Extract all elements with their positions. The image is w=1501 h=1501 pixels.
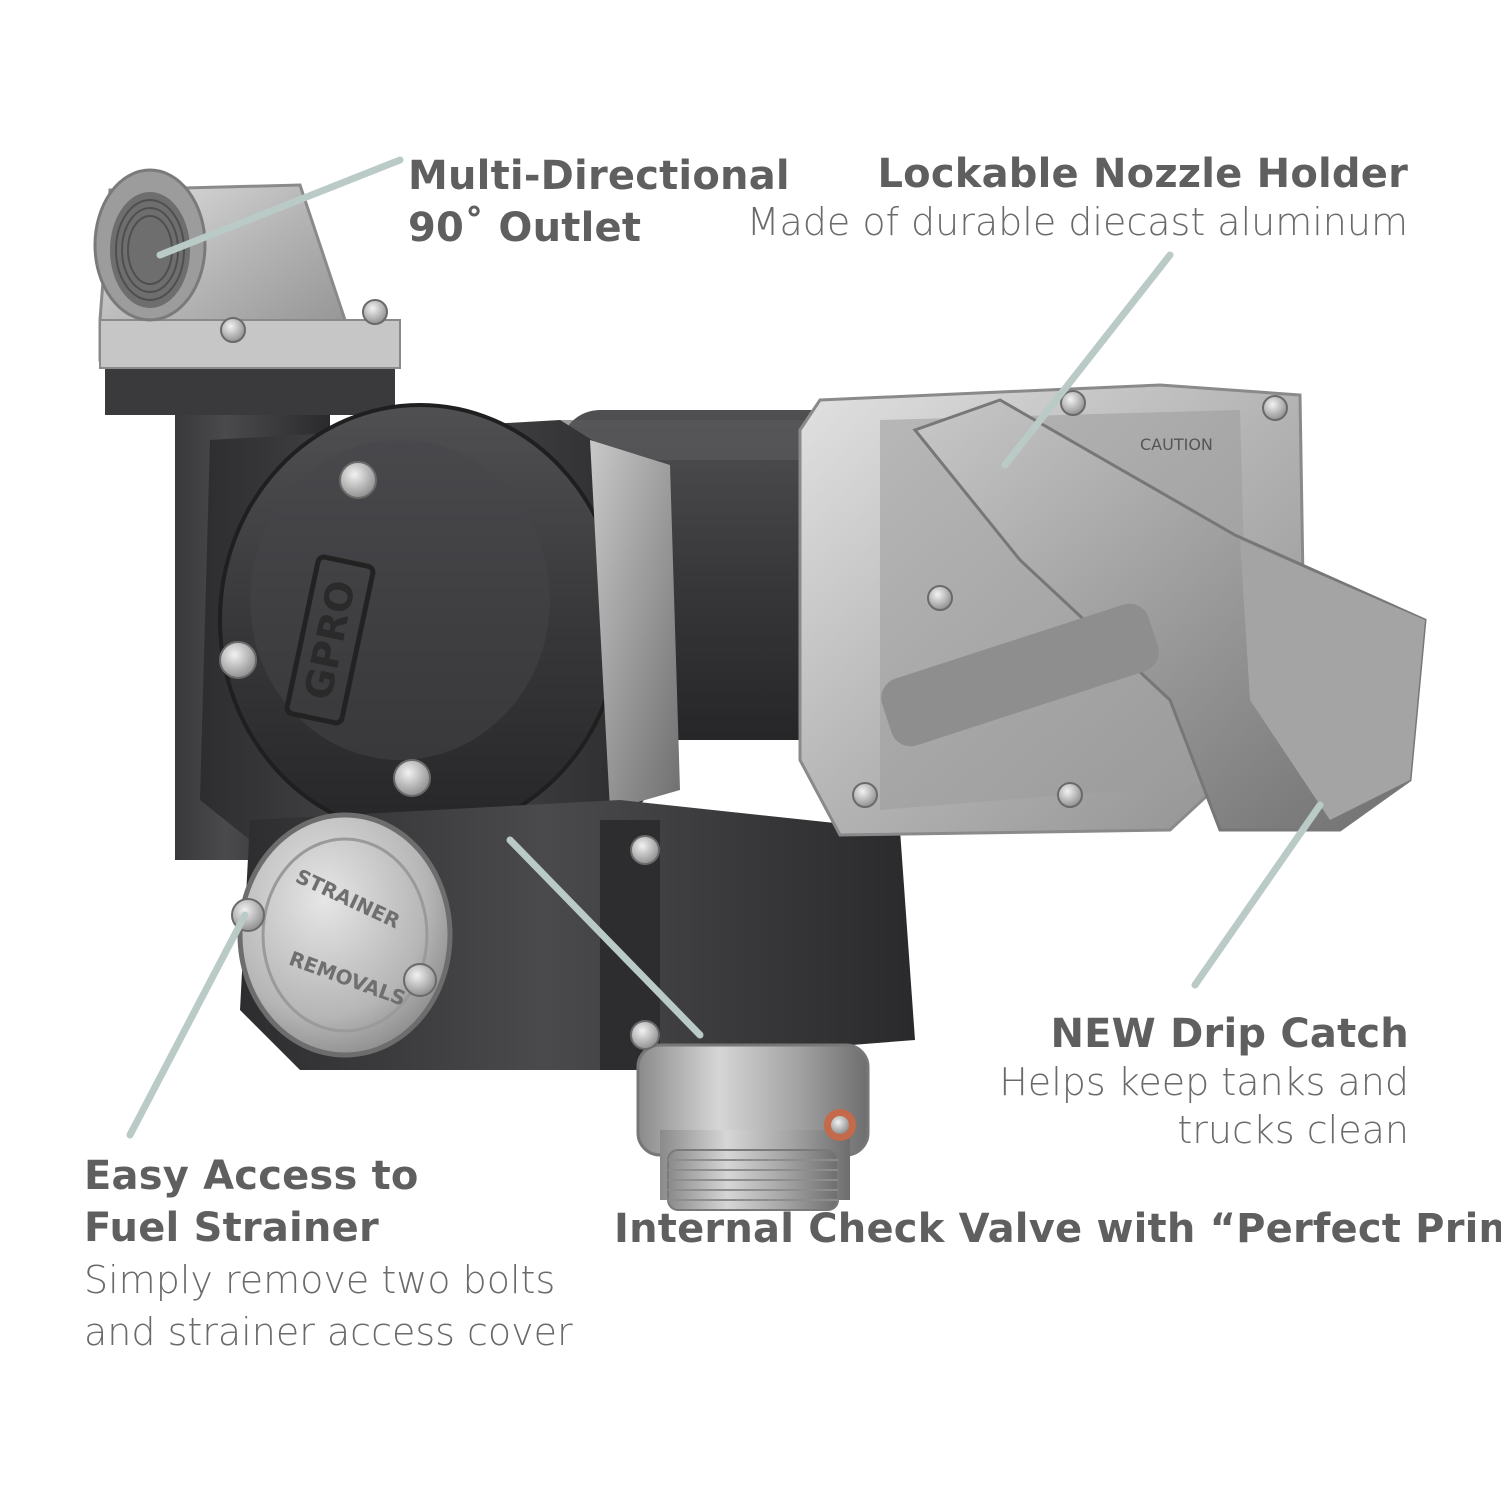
- leader-lines: [126, 156, 1324, 1139]
- leader-line-strainer: [126, 911, 249, 1139]
- outlet-title-line2: 90˚ Outlet: [408, 205, 642, 251]
- callout-drip-catch: NEW Drip Catch Helps keep tanks and truc…: [999, 1010, 1409, 1154]
- callout-nozzle-holder: Lockable Nozzle Holder Made of durable d…: [747, 150, 1408, 246]
- drip-desc-line1: Helps keep tanks and: [999, 1060, 1409, 1104]
- leader-line-drip: [1191, 801, 1324, 989]
- inlet-fitting: [636, 1043, 870, 1211]
- outlet-block: [93, 168, 401, 369]
- leader-line-check: [506, 836, 704, 1039]
- outlet-title-line1: Multi-Directional: [408, 153, 790, 199]
- drip-desc-line2: trucks clean: [1177, 1108, 1409, 1152]
- bolts: [219, 299, 1288, 1050]
- nozzle-title: Lockable Nozzle Holder: [877, 151, 1408, 197]
- strainer-desc-line1: Simply remove two bolts: [84, 1258, 556, 1302]
- pump-housing: GPRO: [200, 403, 680, 840]
- callout-fuel-strainer: Easy Access to Fuel Strainer Simply remo…: [84, 1150, 573, 1358]
- nozzle-desc: Made of durable diecast aluminum: [746, 200, 1408, 244]
- leader-line-nozzle: [1001, 251, 1174, 469]
- drip-title: NEW Drip Catch: [1050, 1011, 1409, 1057]
- strainer-title-line2: Fuel Strainer: [84, 1205, 379, 1251]
- strainer-title-line1: Easy Access to: [84, 1153, 419, 1199]
- caution-plate-text: CAUTION: [1140, 435, 1213, 454]
- check-valve-title: Internal Check Valve with “Perfect Prime…: [614, 1206, 1501, 1252]
- callout-outlet: Multi-Directional 90˚ Outlet: [408, 150, 790, 254]
- nozzle-holder: CAUTION: [798, 383, 1427, 837]
- strainer-desc-line2: and strainer access cover: [84, 1310, 573, 1354]
- strainer-housing: STRAINER REMOVALS: [237, 800, 915, 1070]
- leader-line-outlet: [156, 156, 404, 259]
